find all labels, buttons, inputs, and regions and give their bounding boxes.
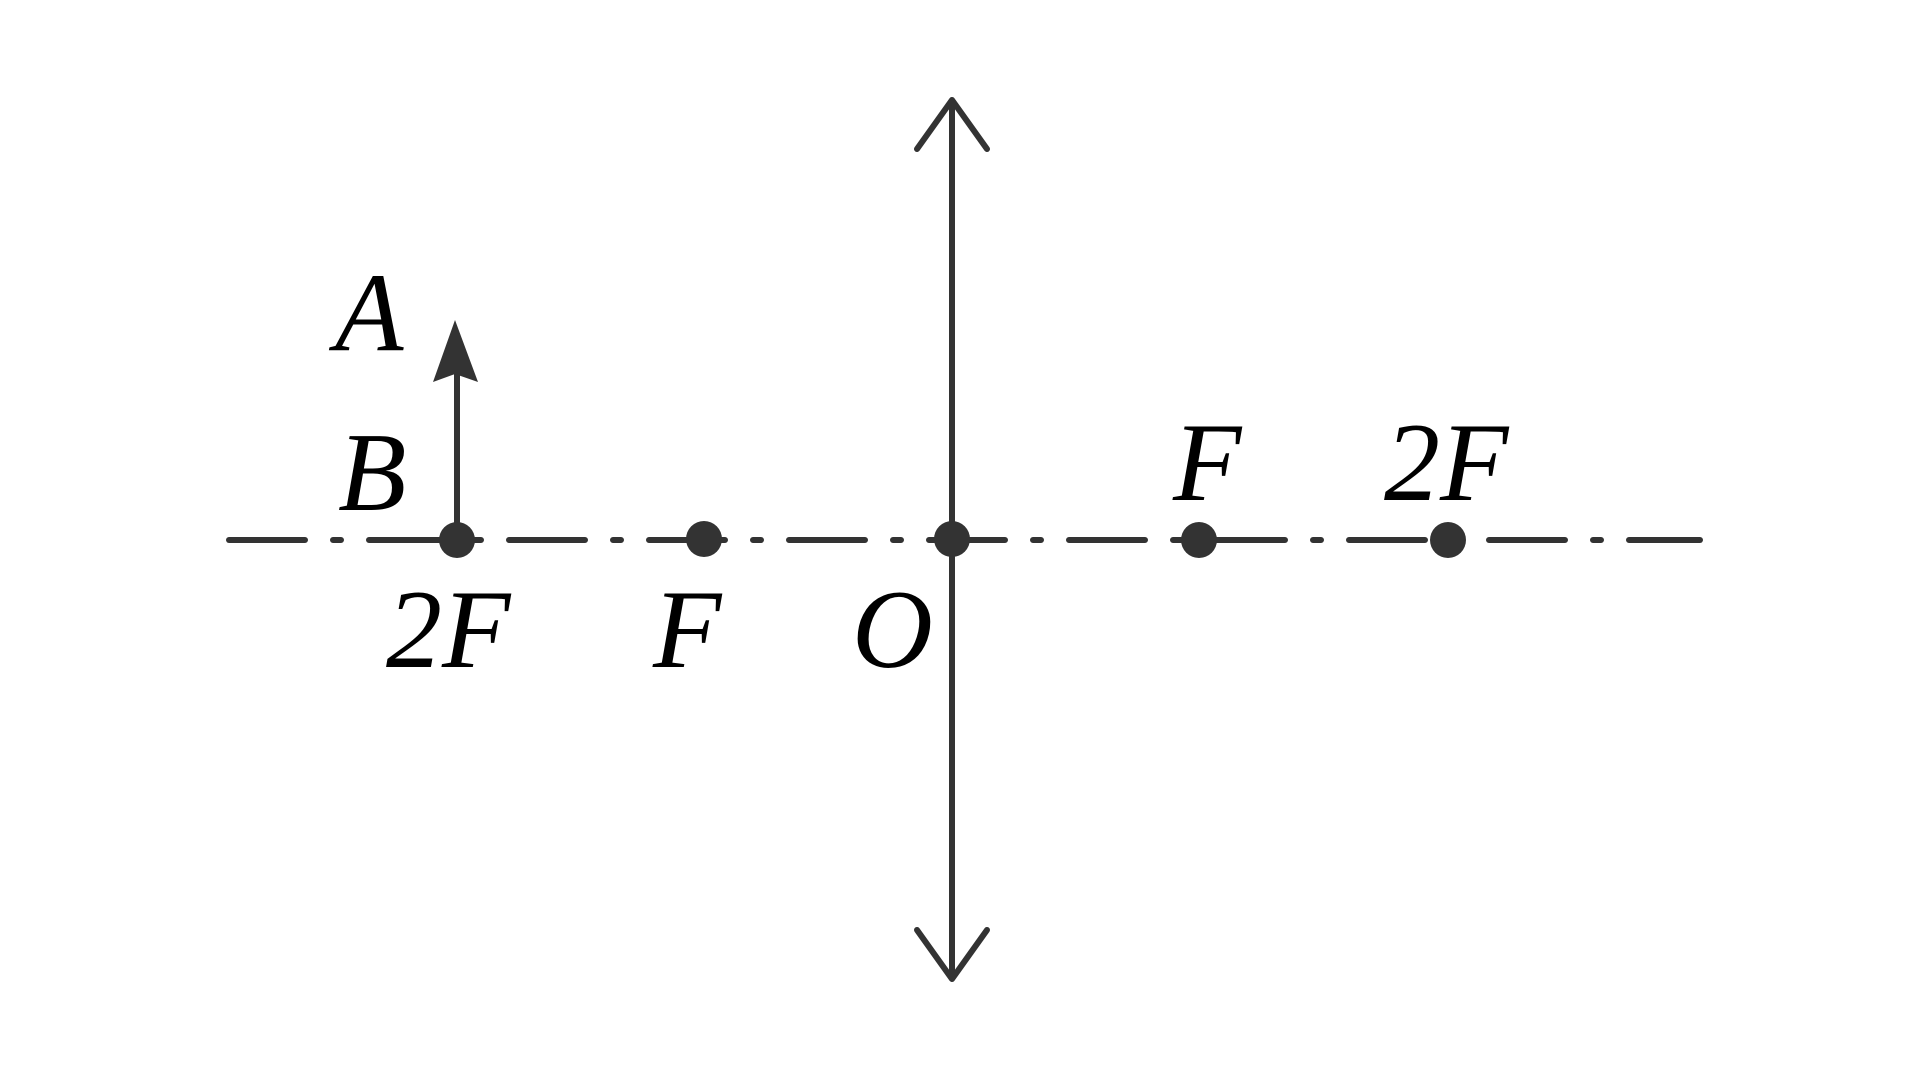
left-f-label: F — [652, 568, 723, 692]
optical-center-point — [934, 521, 970, 557]
left-2f-point — [439, 522, 475, 558]
left-f-point — [686, 521, 722, 557]
right-f-label: F — [1172, 401, 1243, 525]
object-arrowhead — [433, 320, 478, 382]
lens-bottom-arrowhead — [914, 927, 990, 982]
right-2f-point — [1430, 522, 1466, 558]
left-2f-label: 2F — [386, 568, 512, 692]
optical-center-label-o: O — [852, 568, 933, 692]
object-base-label-b: B — [338, 411, 406, 535]
object-top-label-a: A — [328, 251, 404, 375]
lens-top-arrowhead — [914, 97, 990, 152]
right-2f-label: 2F — [1384, 401, 1510, 525]
object-arrow-ab — [433, 320, 478, 540]
right-f-point — [1181, 522, 1217, 558]
